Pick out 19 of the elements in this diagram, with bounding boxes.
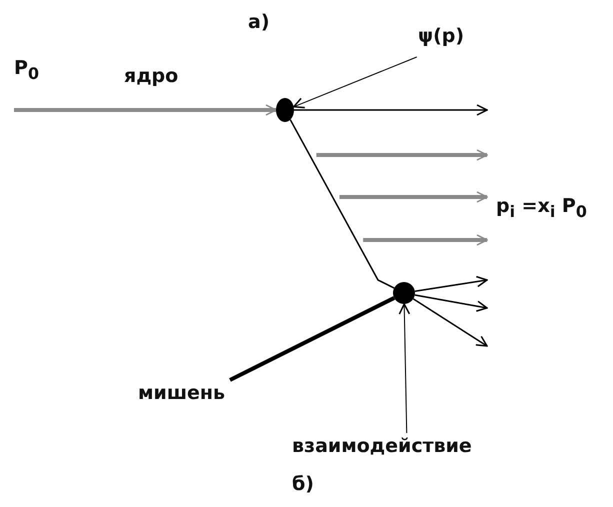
nucleus-label: ядро	[124, 66, 178, 87]
target-label: мишень	[138, 383, 226, 404]
leader-arrow	[398, 303, 410, 434]
leader-arrow	[292, 56, 418, 108]
particle-line	[414, 276, 488, 292]
particle-line	[290, 119, 395, 289]
panel-label: б)	[292, 474, 314, 495]
particle-line	[294, 104, 488, 116]
particle-line	[414, 294, 488, 312]
panel-label: а)	[248, 12, 270, 33]
particle-line	[14, 104, 277, 116]
particle-line	[412, 298, 488, 347]
momentum-label: P$_{0}$	[14, 58, 39, 82]
wavefunction-label: ψ(p)	[418, 26, 464, 47]
vertex-dot	[393, 282, 415, 304]
parton-momentum-formula: p$_{i}$ =x$_{i}$ P$_{0}$	[496, 196, 587, 220]
interaction-label: взаимодействие	[292, 436, 472, 457]
target-line	[229, 296, 396, 382]
vertex-dot	[276, 98, 294, 122]
